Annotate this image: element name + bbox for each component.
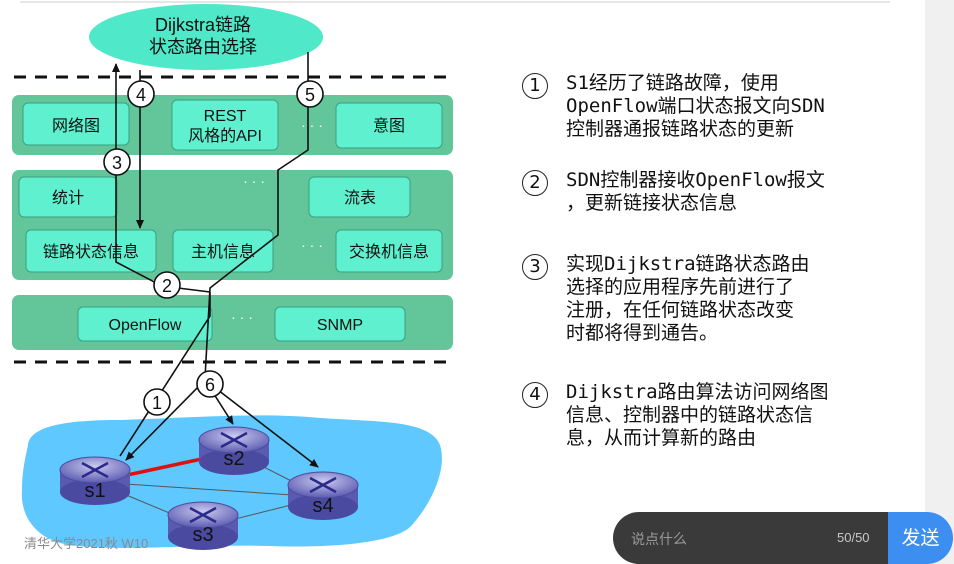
chat-placeholder: 说点什么 (631, 531, 687, 547)
dijkstra-label-2: 状态路由选择 (149, 37, 257, 57)
router-s3: s3 (167, 501, 239, 550)
link-state-label: 链路状态信息 (43, 243, 139, 261)
state-ellipsis-bottom: · · · (301, 237, 323, 253)
snmp-box (274, 306, 406, 342)
flow-table-box (308, 176, 411, 218)
marker-5: 5 (296, 80, 324, 108)
protocol-ellipsis: · · · (231, 309, 253, 325)
stats-box (18, 176, 118, 218)
host-info-label: 主机信息 (191, 243, 255, 261)
rest-api-label-2: 风格的API (188, 127, 262, 145)
switch-info-box (335, 229, 443, 273)
step-1-text: S1经历了链路故障，使用 OpenFlow端口状态报文向SDN 控制器通报链路状… (566, 72, 825, 140)
svg-text:5: 5 (305, 85, 315, 105)
scrollbar[interactable] (925, 0, 954, 564)
step-2-number: 2 (522, 170, 548, 196)
network-graph-label: 网络图 (52, 116, 100, 135)
chat-char-counter: 50/50 (837, 530, 870, 545)
link-s1-s4 (94, 481, 324, 498)
host-info-box (172, 229, 274, 273)
stats-label: 统计 (52, 189, 84, 207)
svg-text:6: 6 (205, 375, 215, 395)
marker-4: 4 (127, 80, 155, 108)
router-s4: s4 (287, 471, 359, 520)
marker-2: 2 (153, 271, 181, 299)
step-4-text: Dijkstra路由算法访问网络图 信息、控制器中的链路状态信 息，从而计算新的… (566, 381, 829, 449)
step-4-number: 4 (522, 382, 548, 408)
rest-api-label-1: REST (204, 108, 247, 125)
network-graph-box (22, 102, 130, 146)
marker-3: 3 (103, 148, 131, 176)
flow-line-5 (204, 52, 309, 379)
svg-text:2: 2 (162, 276, 172, 296)
chat-input[interactable]: 说点什么 50/50 (613, 512, 888, 564)
router-s2: s2 (198, 426, 270, 475)
dijkstra-ellipse (89, 4, 323, 70)
intent-box (335, 102, 443, 149)
watermark: 清华大学2021秋 W10 (24, 536, 148, 551)
intent-label: 意图 (373, 116, 405, 135)
step-1-number: 1 (522, 73, 548, 99)
snmp-label: SNMP (317, 317, 363, 334)
app-ellipsis: · · · (301, 117, 323, 133)
chat-bar: 说点什么 50/50 发送 (613, 512, 953, 564)
router-s3-label: s3 (192, 524, 213, 546)
step-3-text: 实现Dijkstra链路状态路由 选择的应用程序先前进行了 注册，在任何链路状态… (566, 253, 810, 344)
send-button[interactable]: 发送 (888, 512, 953, 564)
dijkstra-label-1: Dijkstra链路 (155, 15, 251, 35)
flow-arrow-to-s1 (125, 379, 206, 461)
flow-table-label: 流表 (344, 189, 376, 207)
router-s2-label: s2 (223, 448, 244, 470)
link-state-box (25, 229, 157, 273)
switch-info-label: 交换机信息 (349, 243, 429, 261)
openflow-label: OpenFlow (109, 317, 182, 334)
openflow-box (77, 306, 213, 342)
marker-1: 1 (143, 388, 171, 416)
svg-text:1: 1 (152, 393, 162, 413)
router-s1-label: s1 (84, 480, 105, 502)
step-3-number: 3 (522, 254, 548, 280)
step-2-text: SDN控制器接收OpenFlow报文 ，更新链接状态信息 (566, 169, 825, 214)
flow-arrow-to-s4 (204, 379, 319, 468)
router-s4-label: s4 (312, 495, 333, 517)
state-ellipsis-top: · · · (243, 173, 265, 189)
svg-text:3: 3 (112, 153, 122, 173)
rest-api-box (171, 99, 279, 151)
marker-6: 6 (196, 370, 224, 398)
router-s1: s1 (59, 456, 131, 505)
svg-text:4: 4 (136, 85, 146, 105)
